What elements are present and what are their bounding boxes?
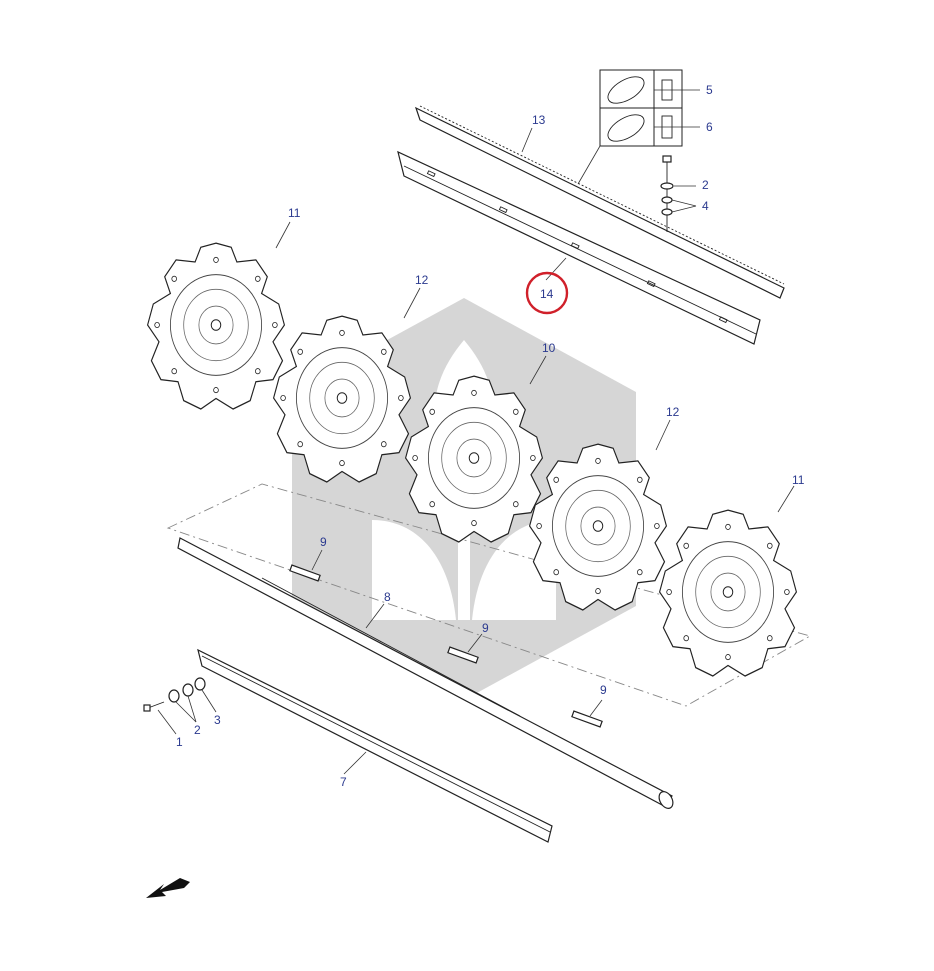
- rack-bar: [414, 105, 785, 299]
- callout-14: 14: [540, 287, 554, 301]
- sprocket: [146, 242, 286, 410]
- nut: [661, 196, 673, 204]
- sprocket: [658, 509, 798, 677]
- key: [447, 646, 479, 664]
- callout-8: 8: [384, 590, 391, 604]
- callout-1: 1: [176, 735, 183, 749]
- callout-6: 6: [706, 120, 713, 134]
- callout-11: 11: [288, 206, 301, 220]
- callout-9: 9: [320, 535, 327, 549]
- leader-lines: [157, 89, 795, 775]
- key: [289, 564, 321, 582]
- callout-11: 11: [792, 473, 805, 487]
- callout-13: 13: [532, 113, 546, 127]
- callout-12: 12: [666, 405, 680, 419]
- callout-7: 7: [340, 775, 347, 789]
- callout-9: 9: [600, 683, 607, 697]
- callout-10: 10: [542, 341, 556, 355]
- square-bar: [197, 648, 553, 843]
- callout-12: 12: [415, 273, 429, 287]
- bolt: [662, 155, 672, 232]
- direction-arrow-icon: [146, 878, 190, 898]
- callout-5: 5: [706, 83, 713, 97]
- washer: [660, 182, 674, 190]
- nut: [194, 677, 206, 691]
- nut: [182, 683, 194, 697]
- callout-4: 4: [702, 199, 709, 213]
- highlight-circle: [525, 271, 569, 315]
- slat-bar: [397, 150, 761, 345]
- detail-box: [599, 69, 683, 147]
- washer: [168, 689, 180, 703]
- shaft: [177, 537, 674, 809]
- callout-3: 3: [214, 713, 221, 727]
- nut: [661, 208, 673, 216]
- callout-2: 2: [702, 178, 709, 192]
- assembly-outline: [166, 483, 812, 707]
- callout-9: 9: [482, 621, 489, 635]
- bolt: [143, 701, 165, 712]
- callout-2: 2: [194, 723, 201, 737]
- key: [571, 710, 603, 728]
